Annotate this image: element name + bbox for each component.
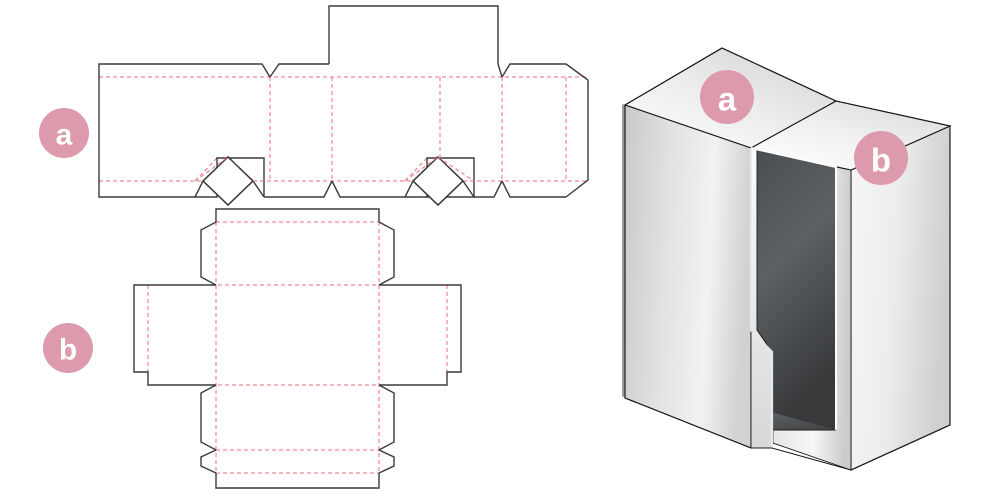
- sleeve-panel-3-bottom: [474, 180, 503, 198]
- badge-label-b-mockup: b: [871, 142, 891, 179]
- tray-top-panel: [200, 221, 217, 286]
- badge-label-a-mockup: a: [718, 81, 737, 118]
- mockup-badge-a[interactable]: a: [700, 70, 754, 124]
- mockup-badge-b[interactable]: b: [854, 131, 908, 185]
- mockup-outlines: [624, 47, 951, 471]
- badge-circle-a-mockup: [700, 70, 754, 124]
- sleeve-panel-2-bottom-right: [264, 180, 333, 198]
- sleeve-panel-left-top: [98, 63, 271, 78]
- sleeve-panel-3-top: [497, 63, 503, 78]
- fold-line-diagonal: [437, 156, 475, 182]
- lock-tab-right-outline: [404, 156, 465, 206]
- sleeve-outline-left: [624, 105, 752, 449]
- sleeve-lock-tabs-outline: [194, 156, 475, 206]
- sleeve-3d-left-face: [624, 104, 752, 449]
- fold-line-diagonal: [194, 157, 218, 182]
- sleeve-panel-4-bottom: [501, 180, 566, 198]
- tray-3d-top-highlight: [750, 147, 837, 430]
- tray-top-panel-right: [378, 221, 395, 286]
- sleeve-3d-notch-outline: [750, 148, 773, 448]
- badge-label-a: a: [56, 119, 73, 152]
- sleeve-panel-3-bottom-left: [331, 180, 405, 198]
- badge-circle-a: [39, 108, 89, 158]
- tray-bottom-panel-left: [200, 384, 217, 451]
- lock-tab-right-join: [462, 180, 475, 198]
- sleeve-tab-cleanup: [218, 160, 449, 180]
- tray-bottom-dust-flap-left: [200, 449, 217, 474]
- badge-label-b: b: [59, 334, 77, 367]
- badge-circle-b: [43, 323, 93, 373]
- tray-left-wing: [133, 284, 216, 386]
- sleeve-panel-2-bottom-left: [195, 157, 265, 198]
- lock-tab-left-outline: [194, 156, 255, 206]
- fold-line-diagonal: [404, 157, 428, 182]
- lock-tab-left-join: [252, 180, 265, 198]
- legend-badge-a[interactable]: a: [39, 108, 89, 158]
- tray-bottom-panel-right: [378, 384, 395, 451]
- sleeve-top-lid-flap: [328, 5, 499, 64]
- sleeve-panel-2-top: [269, 63, 329, 78]
- sleeve-fold-lines: [99, 76, 588, 182]
- sleeve-outline-top: [624, 47, 837, 106]
- tray-bottom-dust-flap-right: [378, 449, 395, 474]
- sleeve-tab-fold-diagonals: [194, 156, 475, 182]
- tray-right-wing: [379, 284, 462, 386]
- tray-fold-lines: [147, 221, 448, 474]
- sleeve-panel-left-bottom: [98, 77, 195, 198]
- sleeve-3d-left-edge: [622, 104, 625, 398]
- dieline-sleeve-group[interactable]: a: [39, 5, 589, 206]
- badge-circle-b-mockup: [854, 131, 908, 185]
- box-3d-mockup[interactable]: a b: [622, 47, 952, 471]
- tray-top-tuck-flap: [215, 208, 380, 222]
- tray-cut-lines: [133, 208, 462, 489]
- tray-outline-bottom: [751, 447, 852, 471]
- dieline-tray-group[interactable]: b: [43, 208, 462, 489]
- legend-badge-b[interactable]: b: [43, 323, 93, 373]
- sleeve-cut-lines: [98, 5, 589, 198]
- sleeve-glue-flap-right: [565, 80, 589, 198]
- tray-bottom-tuck-flap: [215, 473, 380, 489]
- sleeve-panel-4-top: [501, 63, 589, 81]
- tray-outline-right: [835, 100, 951, 471]
